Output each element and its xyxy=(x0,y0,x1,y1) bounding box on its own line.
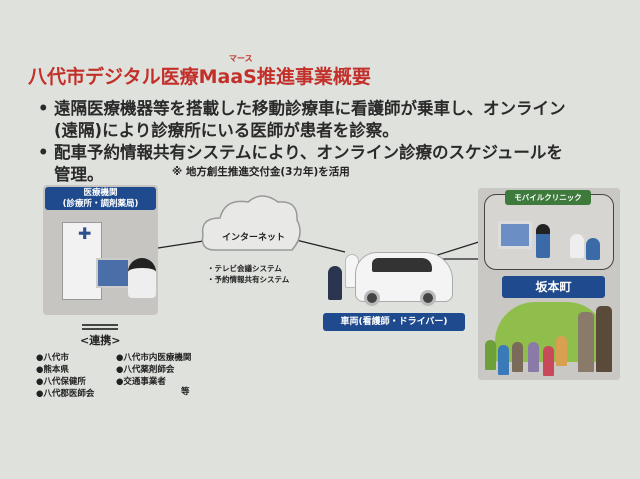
line-clinic-to-cloud xyxy=(157,239,211,249)
remote-doctor-screen xyxy=(498,221,532,249)
driver-illustration xyxy=(328,266,342,300)
patient-illustration xyxy=(536,224,550,258)
vehicle-label: 車両(看護師・ドライバー) xyxy=(323,313,465,331)
cloud-shape xyxy=(201,195,301,251)
wheel xyxy=(420,290,436,306)
resident-illustration xyxy=(512,342,523,372)
line-cloud-to-car xyxy=(295,239,346,253)
resident-illustration xyxy=(485,340,496,370)
bullet-2-line-1: •配車予約情報共有システムにより、オンライン診療のスケジュールを xyxy=(38,143,563,162)
bullet-marker: • xyxy=(38,99,49,118)
medical-institution-header: 医療機関(診療所・調剤薬局) xyxy=(45,187,156,210)
resident-illustration xyxy=(528,342,539,372)
cooperation-list-2: ●八代市内医療機関 ●八代薬剤師会 ●交通事業者 xyxy=(116,353,192,387)
bullet-1-line-1: •遠隔医療機器等を搭載した移動診療車に看護師が乗車し、オンライン xyxy=(38,99,566,118)
resident-illustration xyxy=(556,336,567,366)
cooperation-list-1: ●八代市 ●熊本県 ●八代保健所 ●八代郡医師会 xyxy=(36,353,95,399)
patient-exam-illustration xyxy=(586,238,600,260)
elderly-illustration xyxy=(596,306,612,372)
cooperation-label: <連携> xyxy=(80,334,121,347)
bullet-2-line-2: 管理。 xyxy=(54,165,104,184)
vehicle-window xyxy=(372,258,432,272)
wheel xyxy=(364,290,380,306)
town-label: 坂本町 xyxy=(502,276,605,298)
bullet-1-line-2: (遠隔)により診療所にいる医師が患者を診察。 xyxy=(54,121,399,140)
resident-illustration xyxy=(498,345,509,375)
mobile-clinic-label: モバイルクリニック xyxy=(505,190,591,205)
title-ruby: マース xyxy=(229,54,253,63)
system-item: ・予約情報共有システム xyxy=(207,275,290,284)
internet-label: インターネット xyxy=(222,233,286,243)
medical-cross-icon: ✚ xyxy=(78,224,92,243)
elderly-illustration xyxy=(578,312,594,372)
video-monitor-illustration xyxy=(96,258,130,288)
cooperation-etc: 等 xyxy=(181,387,190,397)
resident-illustration xyxy=(543,346,554,376)
doctor-illustration xyxy=(128,258,156,298)
nurse-exam-illustration xyxy=(570,234,584,258)
system-item: ・テレビ会議システム xyxy=(207,264,282,273)
page-title: 八代市デジタル医療MaaS推進事業概要 xyxy=(28,66,371,88)
funding-note: ※ 地方創生推進交付金(3カ年)を活用 xyxy=(172,166,350,178)
bullet-marker: • xyxy=(38,143,49,162)
